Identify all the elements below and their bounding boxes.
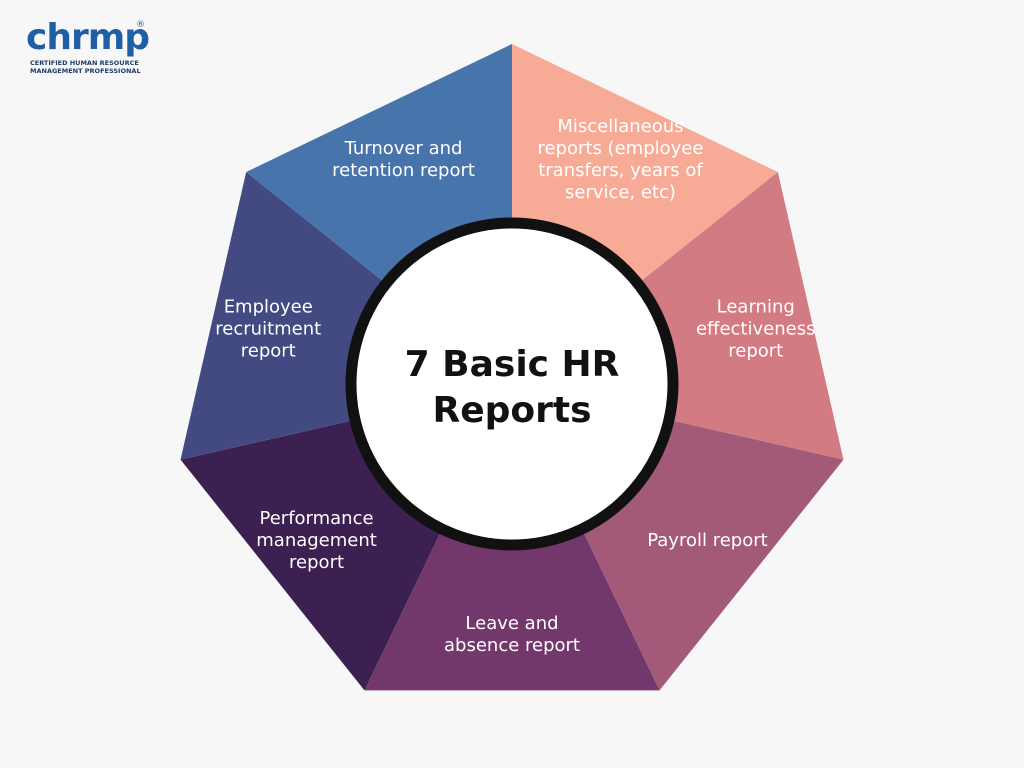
segment-label-line: Miscellaneous	[557, 116, 683, 137]
segment-label-line: Performance	[260, 508, 374, 529]
segment-label-line: reports (employee	[537, 138, 703, 159]
logo-wordmark: chrmp	[26, 17, 150, 58]
wheel-segment	[629, 172, 844, 460]
chrmp-logo: chrmp ® CERTIFIED HUMAN RESOURCE MANAGEM…	[26, 18, 156, 80]
logo-tagline: CERTIFIED HUMAN RESOURCE MANAGEMENT PROF…	[30, 59, 141, 75]
logo-tagline-line1: CERTIFIED HUMAN RESOURCE	[30, 59, 139, 67]
segment-label-line: Turnover and	[344, 138, 463, 159]
registered-mark: ®	[136, 20, 145, 30]
wheel-segment	[246, 44, 512, 291]
segment-label-line: report	[241, 340, 296, 361]
wheel-segment	[512, 44, 778, 291]
segment-label-line: report	[728, 340, 783, 361]
center-title-line2: Reports	[432, 390, 591, 431]
segment-label-line: absence report	[444, 635, 580, 656]
segment-label-line: recruitment	[215, 318, 321, 339]
segment-label-line: Leave and	[465, 613, 558, 634]
segment-label-line: Payroll report	[647, 530, 767, 551]
segment-label-line: management	[256, 530, 377, 551]
segment-label-line: Employee	[224, 296, 313, 317]
logo-tagline-line2: MANAGEMENT PROFESSIONAL	[30, 67, 141, 75]
segment-label-line: transfers, years of	[538, 160, 703, 181]
segment-label-line: report	[289, 552, 344, 573]
center-circle	[345, 217, 679, 551]
segment-label-line: service, etc)	[565, 182, 676, 203]
segment-label-line: Learning	[717, 296, 795, 317]
segment-label: Payroll report	[647, 530, 767, 551]
segment-label-line: effectiveness	[696, 318, 815, 339]
wheel-segment	[364, 519, 660, 691]
center-title-line1: 7 Basic HR	[405, 344, 620, 385]
wheel-segment	[180, 172, 395, 460]
segment-label-line: retention report	[332, 160, 475, 181]
